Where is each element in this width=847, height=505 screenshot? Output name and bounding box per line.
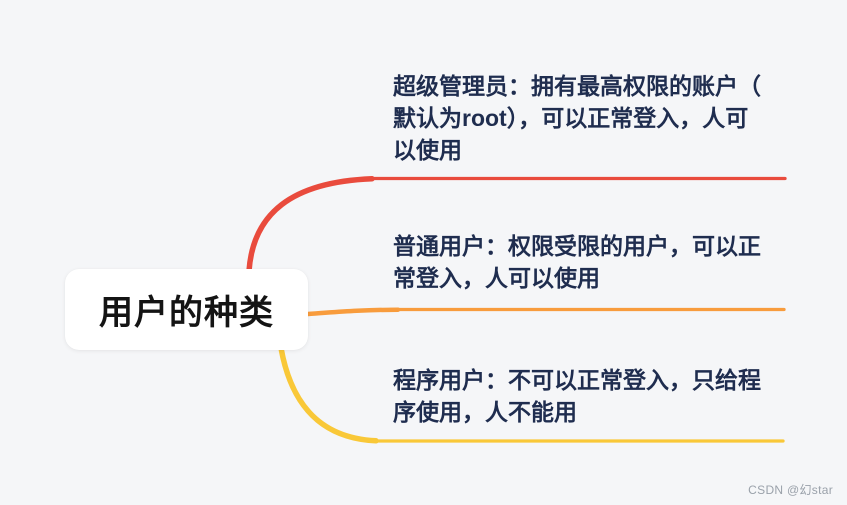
branch-2-curve xyxy=(305,307,401,317)
branch-text-line: 普通用户：权限受限的用户，可以正 xyxy=(393,233,761,259)
branch-text-line: 默认为root），可以正常登入，人可 xyxy=(393,105,749,131)
root-node[interactable]: 用户的种类 xyxy=(65,269,308,350)
branch-text-line: 序使用，人不能用 xyxy=(393,399,577,425)
branch-node-super-admin[interactable]: 超级管理员：拥有最高权限的账户（ 默认为root），可以正常登入，人可 以使用 xyxy=(393,70,803,166)
branch-text-line: 超级管理员：拥有最高权限的账户（ xyxy=(393,73,761,99)
branch-node-program-user[interactable]: 程序用户：不可以正常登入，只给程 序使用，人不能用 xyxy=(393,364,803,428)
branch-node-normal-user[interactable]: 普通用户：权限受限的用户，可以正 常登入，人可以使用 xyxy=(393,230,803,294)
branch-3-curve xyxy=(278,345,379,444)
branch-text-line: 常登入，人可以使用 xyxy=(393,265,600,291)
branch-text-line: 程序用户：不可以正常登入，只给程 xyxy=(393,367,761,393)
watermark: CSDN @幻star xyxy=(748,483,833,497)
branch-text-line: 以使用 xyxy=(393,137,462,163)
root-node-label: 用户的种类 xyxy=(99,294,274,332)
branch-1-curve xyxy=(246,176,375,274)
